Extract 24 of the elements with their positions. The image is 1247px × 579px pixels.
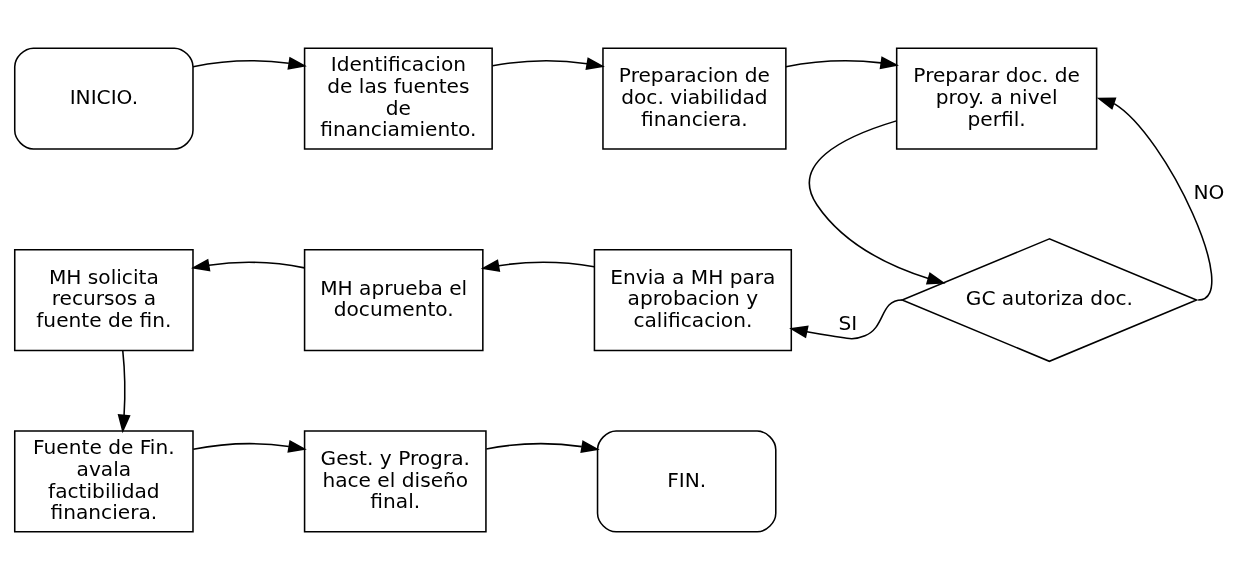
node-box: FIN. [596,429,777,533]
arrow [1096,96,1213,301]
node-box: Envia a MH para aprobacion y calificacion. [593,248,793,351]
node-box: MH aprueba el documento. [303,248,484,351]
node-box: INICIO. [13,46,194,150]
node-box: Preparacion de doc. viabilidad financiera. [602,46,787,150]
arrow [808,119,946,285]
node-diamond: GC autoriza doc. [900,237,1199,362]
arrow [480,258,595,272]
arrow [785,55,899,69]
node-box: Gest. y Progra. hace el diseño final. [303,429,487,533]
arrow [192,56,307,70]
node-box: Identificacion de las fuentes de financiamiento. [303,46,493,150]
arrow [191,258,306,271]
edge-label: SI [838,310,858,335]
node-box: MH solicita recursos a fuente de fin. [13,248,194,351]
arrow [491,56,605,70]
arrow [192,439,307,453]
edge-label: NO [1193,179,1225,204]
arrow [789,298,903,339]
arrow [485,439,600,453]
arrow [117,349,131,433]
node-box: Fuente de Fin. avala factibilidad financiera. [13,429,194,533]
node-box: Preparar doc. de proy. a nivel perfil. [895,46,1098,150]
